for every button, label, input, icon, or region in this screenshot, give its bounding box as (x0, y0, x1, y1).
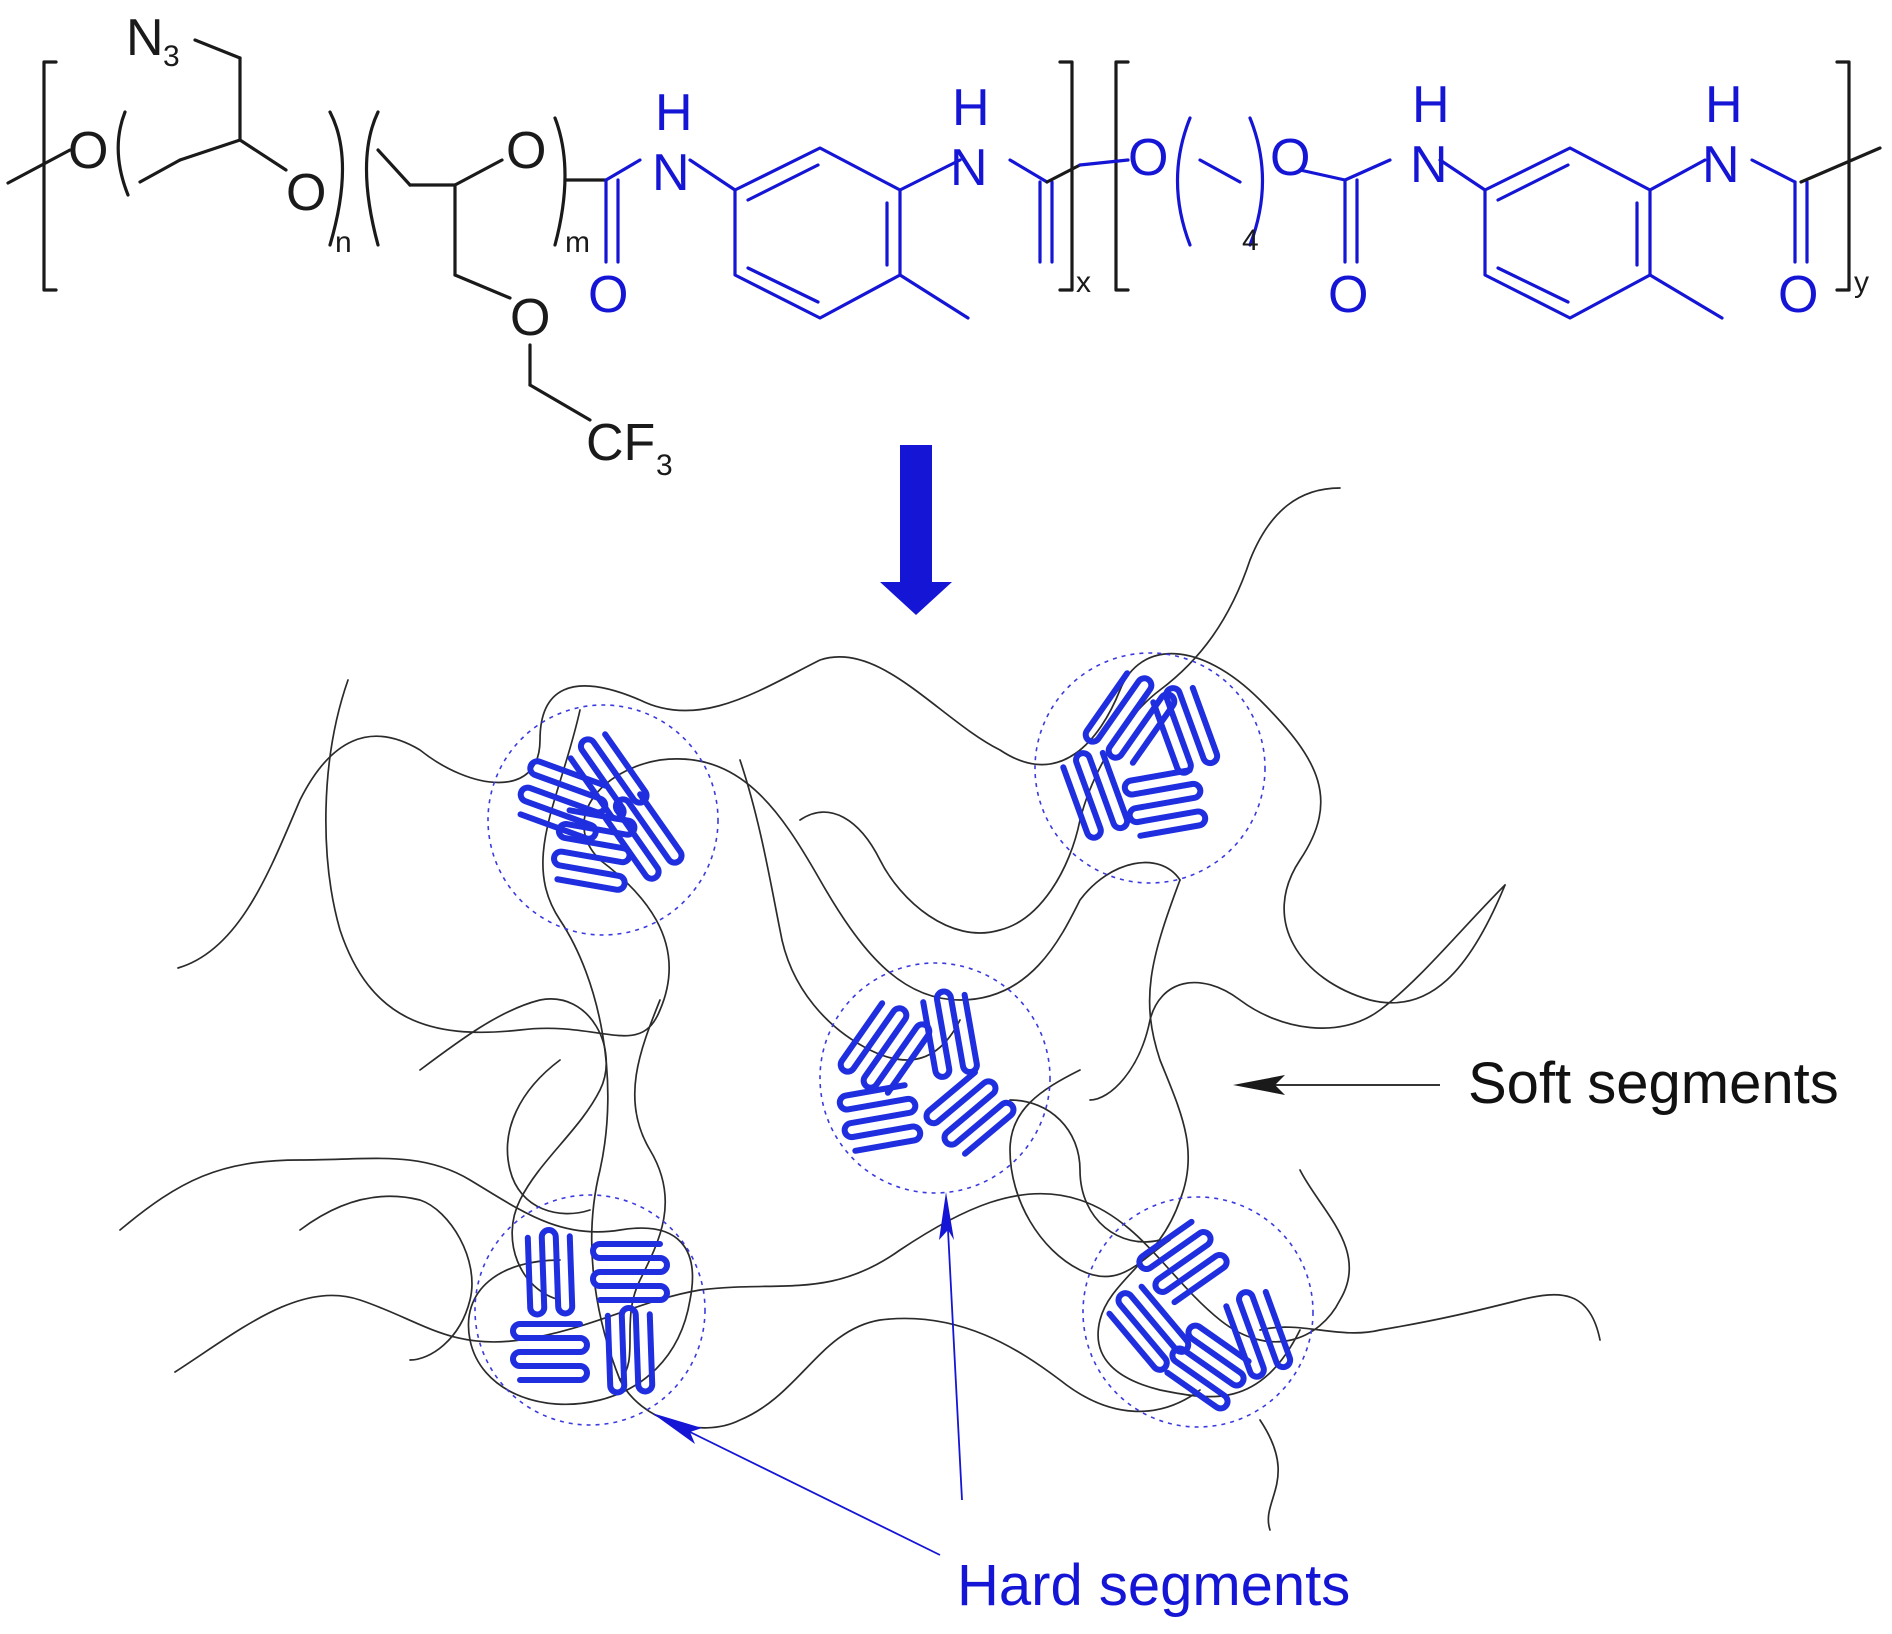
soft-pointer-arrow-icon (1233, 1075, 1440, 1095)
atom-azide-sub: 3 (163, 40, 180, 73)
hard-segment-lamella (590, 1241, 670, 1303)
hard-segment-lamella (1060, 749, 1131, 841)
bracket-x (42, 60, 1074, 292)
hard-segment-domain (819, 962, 1051, 1194)
chain-15 (739, 759, 961, 1061)
chain-8 (1097, 879, 1301, 1398)
hard-segment-lamella (920, 988, 980, 1080)
hard-segment-domain (487, 704, 719, 936)
atom-n-3: N (1410, 136, 1448, 194)
sub-4: 4 (1242, 224, 1259, 257)
atom-h-4: H (1705, 76, 1743, 134)
chain-7 (1089, 884, 1506, 1101)
sub-n: n (335, 226, 352, 259)
atom-cf3-sub: 3 (656, 449, 673, 482)
hard-segment-lamella (1136, 1218, 1230, 1306)
domain-halo (487, 704, 719, 936)
atom-o-side: O (510, 289, 550, 347)
hard-segment-lamella (510, 1321, 590, 1383)
domain-halo (474, 1194, 706, 1426)
atom-n-2: N (950, 139, 988, 197)
urethane-bonds-1 (604, 146, 1054, 320)
domain-halo (819, 962, 1051, 1194)
hard-segment-domains (474, 652, 1314, 1428)
end-bond (1799, 146, 1882, 184)
atom-h-1: H (655, 84, 693, 142)
hard-segment-domain (1034, 652, 1266, 884)
hard-segment-lamella (602, 791, 685, 882)
chain-11 (1009, 1069, 1171, 1278)
hard-segment-lamella (1106, 1283, 1192, 1373)
hard-segment-domain (474, 1194, 706, 1426)
chain-4 (174, 1169, 1351, 1373)
pointer-arrows (652, 1075, 1440, 1556)
hard-segment-lamella (837, 1000, 933, 1096)
atom-o-hard-left: O (1128, 129, 1168, 187)
atom-azide: N (126, 9, 164, 67)
chain-3 (119, 1157, 694, 1406)
chain-14 (506, 1059, 591, 1215)
sub-x: x (1076, 266, 1091, 299)
chain-12 (619, 999, 667, 1381)
atom-o-mid: O (286, 164, 326, 222)
chain-10 (1259, 1293, 1601, 1341)
atom-o-left: O (68, 122, 108, 180)
atom-labels: N 3 O O n O m O CF 3 x H N O H N O 4 O H… (68, 9, 1869, 482)
atom-o-carbonyl-2: O (1328, 266, 1368, 324)
atom-o-right: O (506, 122, 546, 180)
chain-13 (419, 998, 608, 1301)
atom-h-2: H (952, 79, 990, 137)
chain-6 (799, 487, 1341, 934)
soft-block-bonds (6, 38, 608, 422)
hard-segment-lamella (1082, 670, 1178, 766)
hard-segments-label: Hard segments (957, 1553, 1350, 1618)
link-bond (1045, 163, 1082, 184)
chain-9 (1259, 1419, 1279, 1531)
hard-segment-lamella (604, 1305, 656, 1396)
atom-o-carbonyl-3: O (1778, 266, 1818, 324)
hard-segment-lamella (1164, 1322, 1252, 1412)
atom-o-carbonyl-1: O (588, 266, 628, 324)
chain-2 (325, 679, 1181, 1037)
atom-h-3: H (1412, 76, 1450, 134)
sub-y: y (1854, 266, 1869, 299)
soft-segment-chains (119, 487, 1601, 1531)
domain-halo (1034, 652, 1266, 884)
down-arrow-icon (880, 445, 952, 615)
chain-1 (177, 652, 1506, 1004)
atom-o-hard-right: O (1270, 129, 1310, 187)
atom-n-4: N (1702, 136, 1740, 194)
chain-16 (1009, 1099, 1161, 1243)
chain-5 (542, 709, 1201, 1429)
atom-cf3: CF (586, 414, 655, 472)
hard-segment-lamella (836, 1082, 924, 1154)
hard-segment-domain (1082, 1196, 1314, 1428)
chain-17 (299, 1195, 473, 1361)
atom-n-1: N (652, 144, 690, 202)
sub-m: m (565, 226, 590, 259)
hard-pointer-arrow-icon (652, 1192, 963, 1556)
soft-segments-label: Soft segments (1468, 1051, 1839, 1116)
hard-segment-lamella (1223, 1288, 1294, 1380)
hard-block-bonds (1078, 116, 1809, 320)
domain-halo (1082, 1196, 1314, 1428)
bracket-y (1114, 60, 1851, 292)
chemical-formula (6, 38, 1882, 422)
hard-segment-lamella (1121, 767, 1209, 839)
hard-segment-lamella (524, 1227, 576, 1318)
hard-segment-lamella (923, 1069, 1017, 1157)
